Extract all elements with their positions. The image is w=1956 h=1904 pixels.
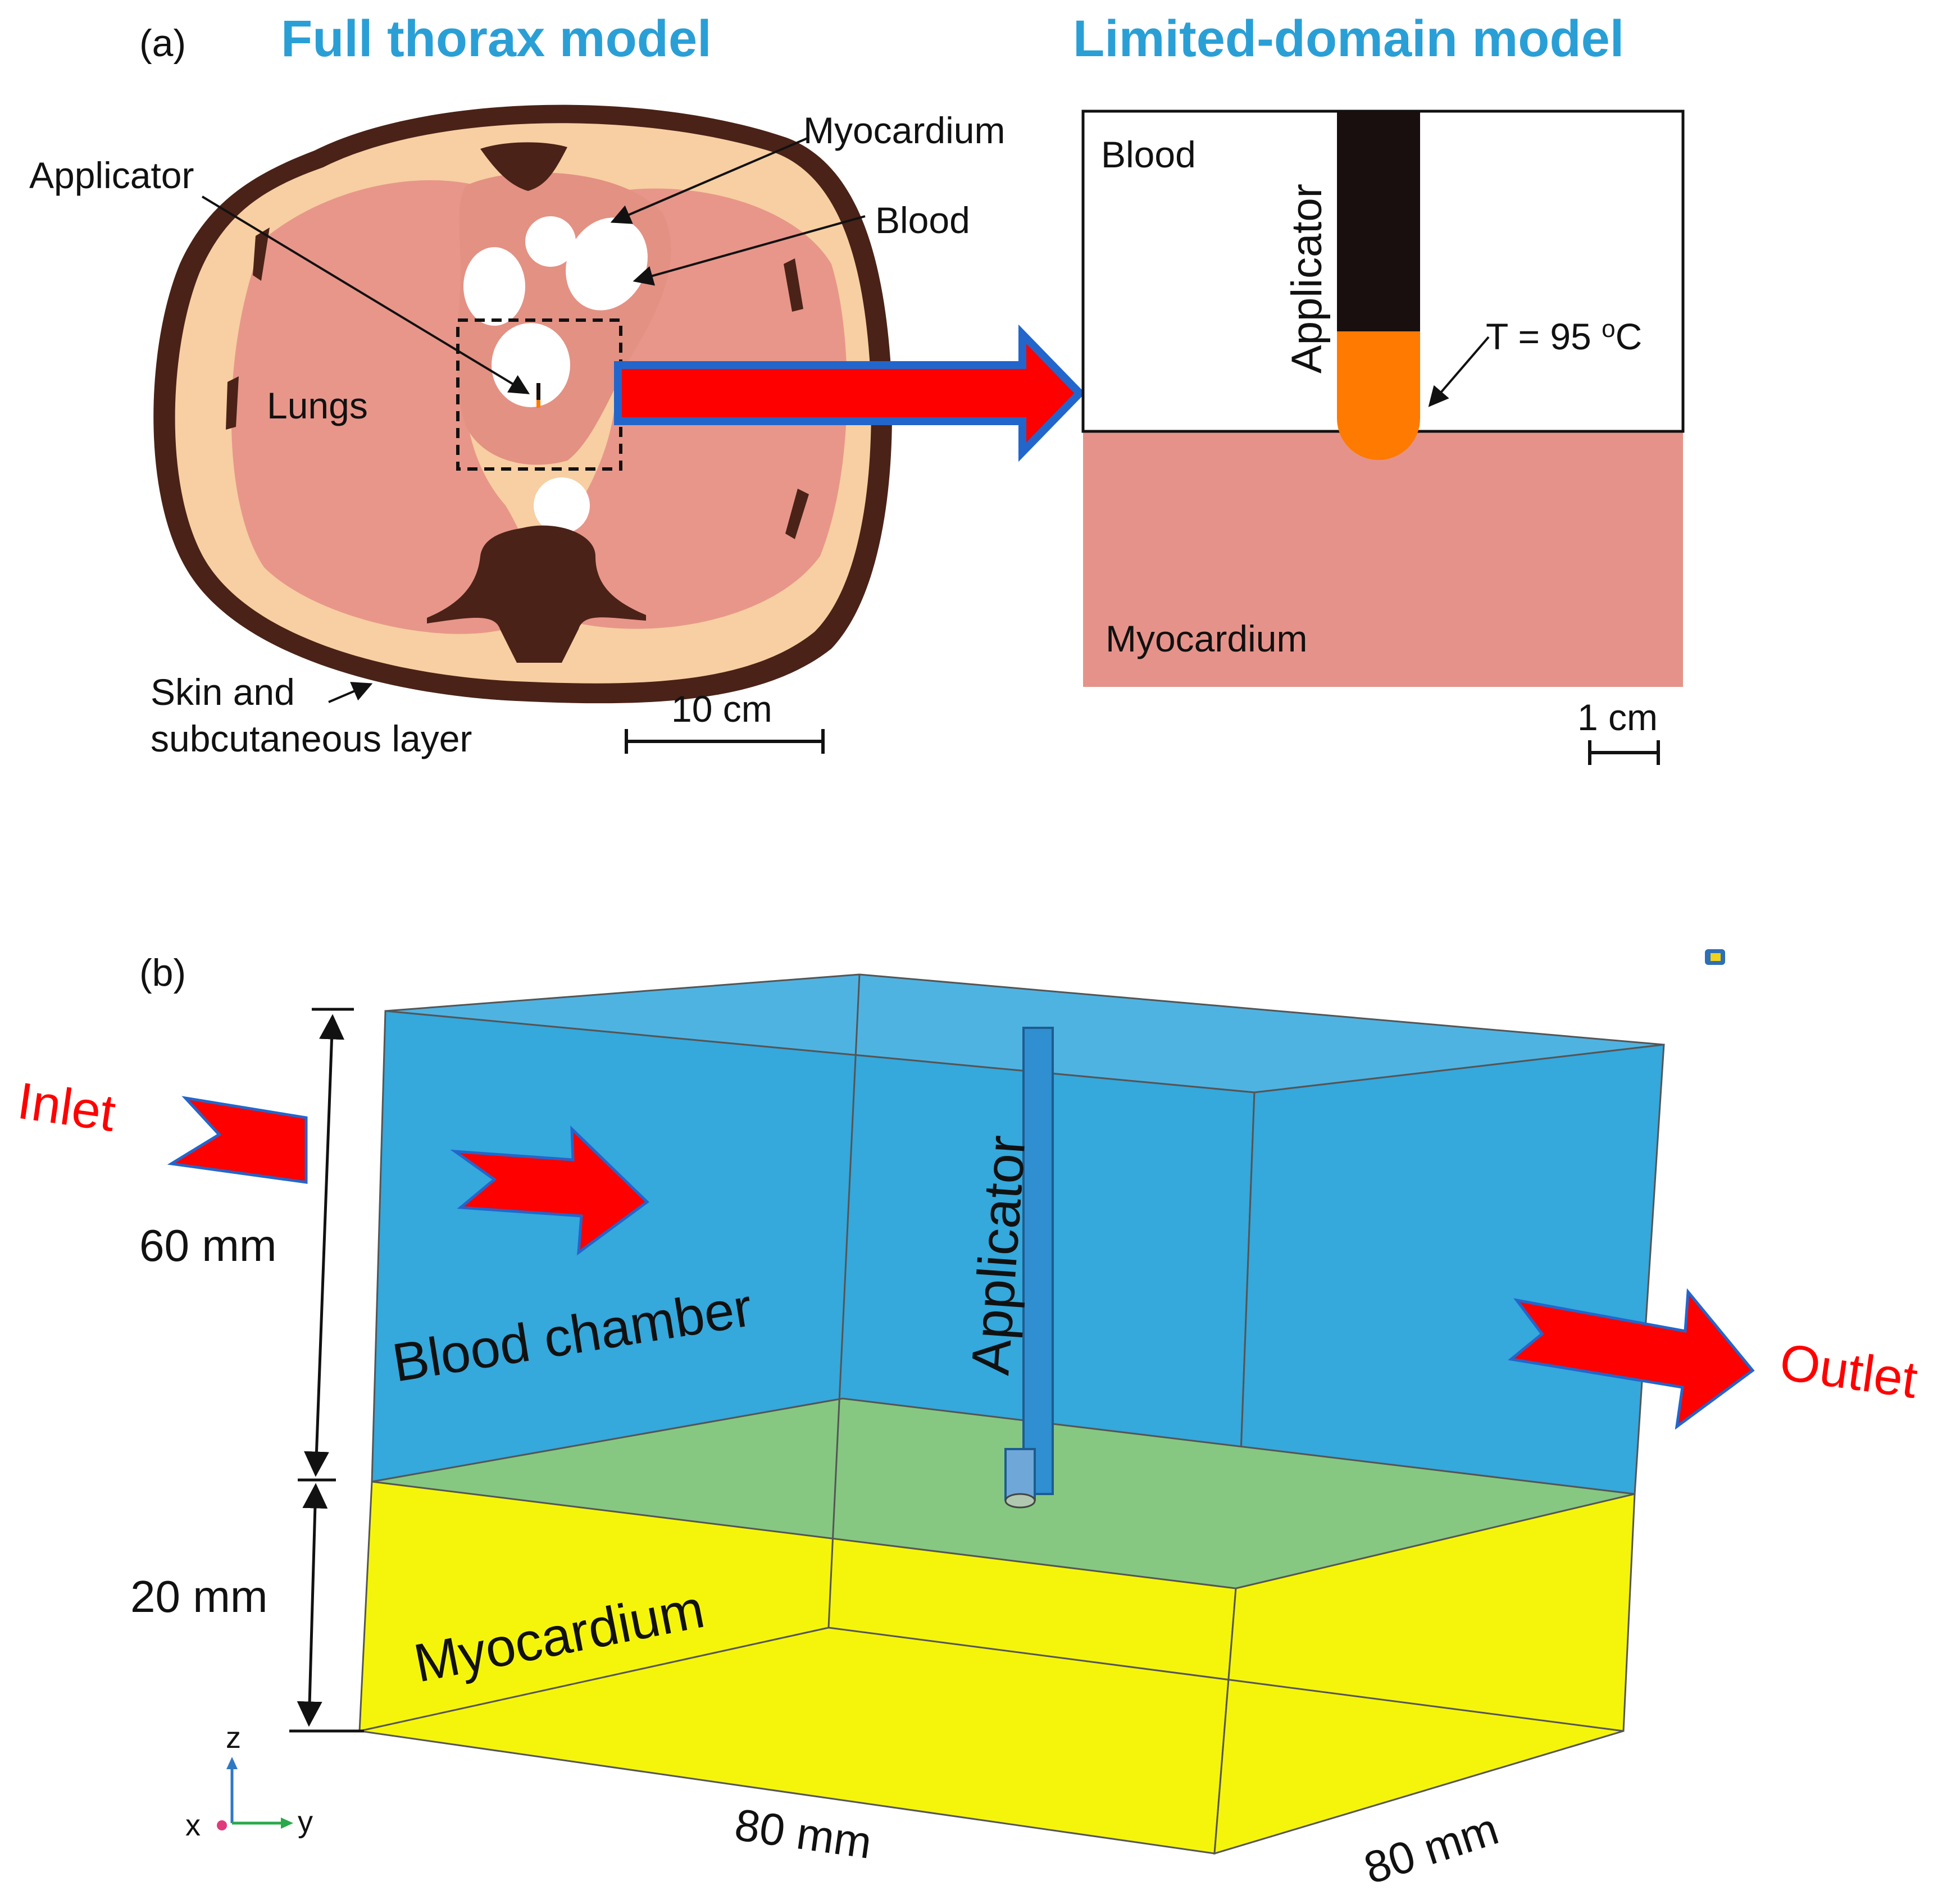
blood-cavity-3 [566,217,648,311]
axis-x-label: x [185,1809,201,1842]
applicator-mini-body [536,383,540,402]
domain-scale-bar [1588,740,1660,765]
outlet-arrow [1508,1288,1755,1430]
blood-cavity-4 [492,323,570,407]
temperature-leader [1428,336,1490,407]
thorax-scale-label: 10 cm [671,688,772,730]
panel-a-label: (a) [139,22,186,65]
height-myocardium-label: 20 mm [130,1572,268,1621]
blood-leader [633,215,866,286]
applicator-3d [1004,1027,1054,1509]
panel-b-label: (b) [139,951,186,994]
thorax-blood-label: Blood [875,199,970,241]
domain-applicator-body [1337,111,1420,333]
domain-myocardium-region [1083,431,1683,687]
thorax-myocardium-label: Myocardium [803,110,1005,151]
width-front-label: 80 mm [732,1800,875,1868]
skin-leader [328,682,373,703]
limited-domain-diagram [1081,110,1685,687]
domain-applicator-label: Applicator [1283,184,1331,373]
skin-label-line2: subcutaneous layer [151,718,472,759]
spine [427,525,646,663]
width-side-label: 80 mm [1358,1803,1504,1893]
rib-right-1 [784,258,803,312]
hidden-edge-right [828,1627,1624,1732]
axis-z-label: z [226,1721,241,1755]
hidden-edge-vertical [827,974,861,1628]
domain-myocardium-label: Myocardium [1106,618,1307,659]
thorax-lungs-label: Lungs [267,385,368,426]
rib-left-1 [253,227,270,281]
inlet-arrow [167,1096,308,1184]
limited-domain-title: Limited-domain model [1073,10,1624,67]
domain-blood-label: Blood [1101,134,1196,175]
applicator-leader [201,195,530,394]
small-logo-icon [1705,949,1725,965]
rib-right-2 [785,489,809,539]
sternum [480,142,567,191]
height-myocardium-arrow [297,1483,328,1727]
rib-left-2 [226,376,239,430]
hidden-edge-left [359,1627,829,1732]
temperature-sup: o [1602,315,1615,343]
temperature-prefix: T = 95 [1486,316,1602,357]
blood-cavity-2 [525,216,576,267]
axis-y-label: y [298,1805,313,1839]
height-blood-arrow [304,1014,344,1477]
outlet-label: Outlet [1776,1333,1921,1409]
panel-a: (a) Full thorax model Limited-domain mod… [29,10,1685,765]
thorax-applicator-label: Applicator [29,154,194,196]
axis-triad [217,1757,293,1830]
interface-plane [372,1399,1635,1588]
zoom-arrow [614,324,1085,462]
aorta [534,477,590,534]
blood-chamber-box [358,973,1665,1855]
height-blood-label: 60 mm [139,1220,277,1270]
temperature-unit: C [1616,316,1643,357]
lungs-region [231,180,531,634]
panel-b: (b) Inlet Outlet [14,949,1921,1893]
domain-scale-label: 1 cm [1577,696,1658,738]
myocardium-leader [610,136,809,224]
inner-flow-arrow [450,1125,649,1256]
thorax-scale-bar [625,729,825,754]
blood-cavity-1 [463,247,525,326]
inlet-label: Inlet [14,1072,119,1142]
domain-applicator-tip [1337,331,1420,460]
interface-edge-back [371,1397,843,1483]
full-thorax-title: Full thorax model [281,10,712,67]
interface-edge-side [842,1397,1635,1495]
temperature-label: T = 95 oC [1486,315,1642,357]
applicator-mini-tip [536,400,540,408]
skin-label-line1: Skin and [151,671,295,713]
